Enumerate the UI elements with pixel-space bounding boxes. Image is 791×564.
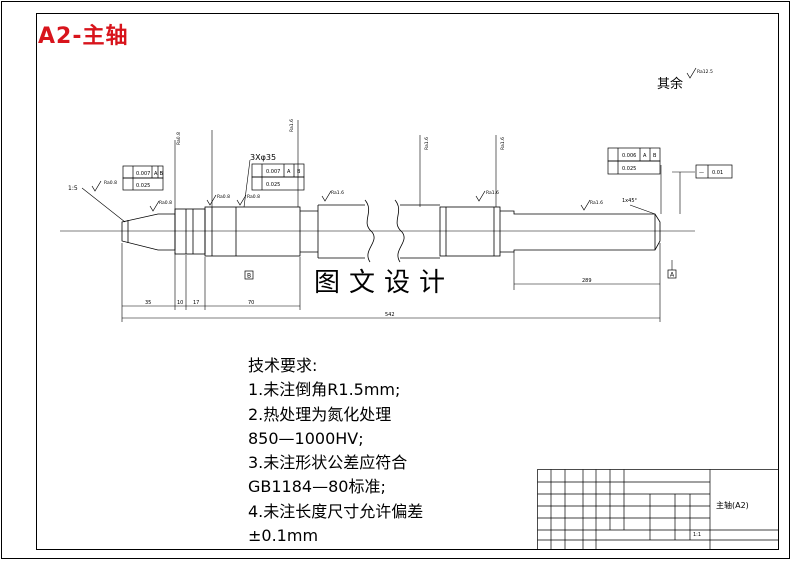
fcf-right-datum-b: B [653, 153, 657, 159]
fcf-mid-datum-b: B [297, 169, 301, 175]
fcf-left-tol2: 0.025 [136, 183, 150, 189]
fcf-left-datum-b: B [160, 171, 164, 177]
dim-17: 17 [193, 300, 199, 306]
roughness-r5: Ra1.6 [331, 190, 344, 196]
tech-req-line-4: 3.未注形状公差应符合 [248, 453, 408, 473]
taper-ratio: 1:5 [68, 185, 78, 192]
dim-total: 542 [385, 312, 395, 318]
roughness-flag-4: Ra1.6 [500, 137, 506, 150]
fcf-mid-frame [251, 163, 305, 191]
dim-70: 70 [248, 300, 254, 306]
title-block-scale: 1:1 [693, 532, 702, 538]
fcf-left-tol1: 0.007 [136, 171, 150, 177]
fcf-left-datum-a: A [154, 171, 158, 177]
dim-10: 10 [177, 300, 183, 306]
roughness-r7: Ra1.6 [590, 200, 603, 206]
rest-finish-label: 其余 [657, 77, 684, 92]
tech-req-line-3: 850—1000HV; [248, 428, 364, 448]
roughness-flag-3: Ra1.6 [424, 137, 430, 150]
roughness-r9: Ra12.5 [697, 69, 713, 75]
watermark-text: 图文设计 [314, 268, 455, 298]
tech-req-line-2: 2.热处理为氮化处理 [248, 404, 392, 424]
technical-requirements: 技术要求: 1.未注倒角R1.5mm; 2.热处理为氮化处理 850—1000H… [248, 354, 423, 548]
datum-a-label: A [670, 272, 675, 279]
fcf-right-tol2: 0.025 [622, 166, 636, 172]
dim-289: 289 [582, 278, 592, 284]
tech-req-heading: 技术要求: [248, 356, 318, 375]
datum-b-label: B [247, 273, 251, 280]
dim-35: 35 [145, 300, 151, 306]
fcf-far-frame [695, 164, 733, 179]
tech-req-line-7: ±0.1mm [248, 526, 319, 546]
datum-a-box [667, 269, 677, 279]
tech-req-line-5: GB1184—80标准; [248, 477, 386, 497]
drawing-title: A2-主轴 [38, 24, 129, 49]
roughness-r6: Ra1.6 [486, 190, 499, 196]
fcf-mid-tol1: 0.007 [266, 169, 280, 175]
chamfer-angle: 1x45° [622, 198, 638, 204]
inner-border [36, 13, 779, 550]
fcf-left-frame [122, 165, 164, 191]
tech-req-line-6: 4.未注长度尺寸允许偏差 [248, 501, 424, 521]
fcf-right-tol1: 0.006 [622, 153, 636, 159]
fcf-far-symbol: — [699, 170, 704, 176]
shaft-outline [121, 199, 661, 263]
roughness-flag-1: Ra0.8 [176, 132, 182, 145]
fcf-mid-tol2: 0.025 [266, 182, 280, 188]
dimension-lines [81, 120, 695, 322]
datum-b-box [244, 270, 254, 280]
title-block-part-name: 主轴(A2) [716, 501, 749, 510]
roughness-r1: Ra0.8 [104, 180, 117, 186]
fcf-far-tol: 0.01 [712, 170, 723, 176]
roughness-symbols [91, 67, 697, 212]
roughness-r4: Ra0.8 [247, 194, 260, 200]
holes-note: 3Xφ35 [250, 153, 276, 162]
roughness-r2: Ra0.8 [159, 200, 172, 206]
title-block [537, 469, 779, 550]
tech-req-line-1: 1.未注倒角R1.5mm; [248, 380, 401, 400]
fcf-right-frame [607, 147, 661, 175]
roughness-flag-2: Ra1.6 [289, 119, 295, 132]
fcf-right-datum-a: A [643, 153, 647, 159]
fcf-mid-datum-a: A [287, 169, 291, 175]
roughness-r3: Ra0.8 [217, 194, 230, 200]
